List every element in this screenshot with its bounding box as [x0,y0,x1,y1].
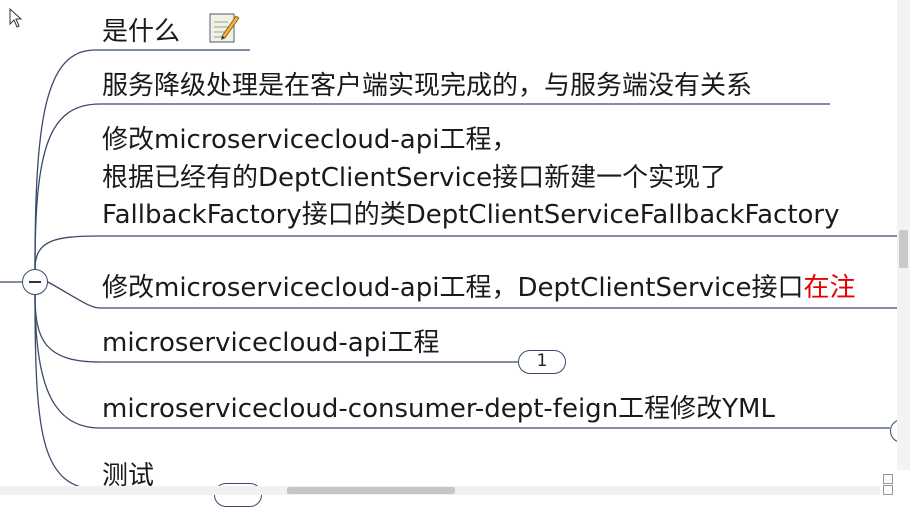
horizontal-scrollbar-thumb[interactable] [287,487,455,494]
branch-consumer-feign [34,294,890,429]
node-what-is[interactable]: 是什么 [102,17,181,47]
branch-test [34,294,101,491]
node-consumer-feign[interactable]: microservicecloud-consumer-dept-feign工程修… [102,394,775,424]
branch-what-is [34,49,250,270]
node-modify-api-2[interactable]: 修改microservicecloud-api工程，DeptClientServ… [102,270,856,307]
node-api-project[interactable]: microservicecloud-api工程 [102,328,440,358]
branch-client-side [34,103,830,270]
corner-toggle-button[interactable] [883,474,893,484]
note-pencil-icon[interactable] [208,10,240,44]
branch-modify-api-1 [34,235,897,270]
branch-modify-api-2 [47,281,897,309]
collapse-branch-button[interactable] [22,269,48,295]
node-modify-api-2-red-suffix: 在注 [803,273,856,303]
collapsed-count-badge[interactable]: 1 [518,350,566,374]
minus-circle-icon [29,281,41,283]
mindmap-branches [0,49,897,491]
node-modify-api-2-text: 修改microservicecloud-api工程，DeptClientServ… [102,273,804,303]
node-modify-api-1-line1[interactable]: 修改microservicecloud-api工程， [102,125,518,155]
node-client-side[interactable]: 服务降级处理是在客户端实现完成的，与服务端没有关系 [102,71,753,101]
corner-toggle-button-2[interactable] [883,485,893,495]
node-modify-api-1-line3[interactable]: FallbackFactory接口的类DeptClientServiceFall… [102,200,840,230]
node-modify-api-1-line2[interactable]: 根据已经有的DeptClientService接口新建一个实现了 [102,163,727,193]
mouse-pointer-icon [9,8,23,28]
vertical-scrollbar-thumb[interactable] [899,230,908,268]
